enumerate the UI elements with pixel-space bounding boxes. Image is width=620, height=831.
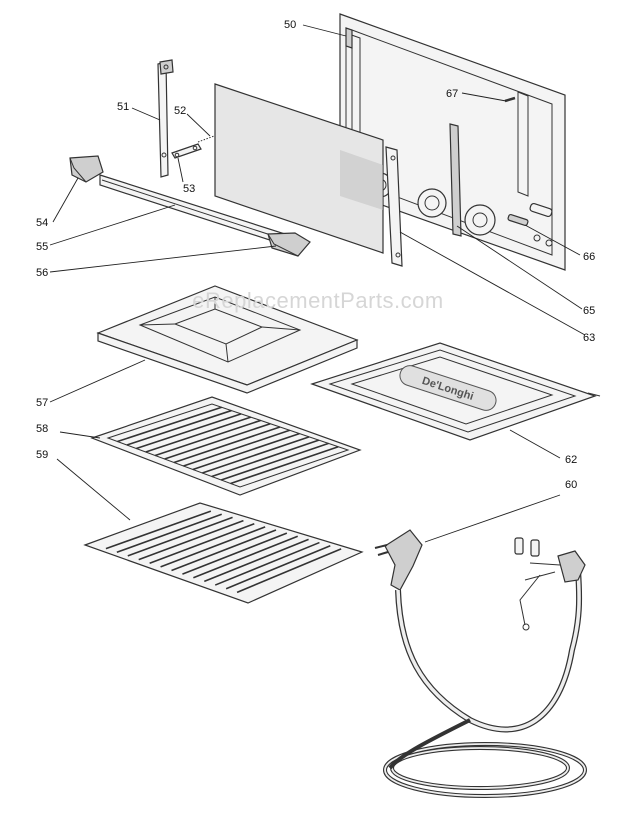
rack-bar bbox=[164, 422, 271, 460]
rack-bar bbox=[182, 532, 288, 575]
part-65-handle-bar bbox=[449, 123, 462, 237]
callout-59: 59 bbox=[36, 449, 48, 461]
rack-59-bars bbox=[105, 510, 342, 594]
rack-bar bbox=[225, 544, 331, 590]
rack-bar bbox=[193, 535, 299, 579]
rack-bar bbox=[160, 526, 266, 568]
rack-bar bbox=[145, 416, 252, 453]
part-62-baking-tray: De'Longhi bbox=[310, 342, 601, 441]
rack-bar bbox=[230, 445, 339, 485]
callout-67: 67 bbox=[446, 88, 458, 100]
callout-56: 56 bbox=[36, 267, 48, 279]
rack-bar bbox=[127, 516, 233, 557]
rack-bar bbox=[117, 406, 222, 443]
rack-bar bbox=[138, 519, 244, 561]
callout-57: 57 bbox=[36, 397, 48, 409]
rack-bar bbox=[192, 432, 300, 471]
rack-58-bars bbox=[117, 406, 339, 485]
callout-65: 65 bbox=[583, 305, 595, 317]
callout-62: 62 bbox=[565, 454, 577, 466]
door-glass-panel bbox=[214, 83, 384, 254]
rack-bar bbox=[236, 548, 342, 594]
part-54-handle-end-cap bbox=[69, 155, 104, 183]
part-51-hinge-bracket bbox=[157, 59, 174, 178]
callout-58: 58 bbox=[36, 423, 48, 435]
rack-bar bbox=[214, 541, 320, 586]
part-59-grill-rack bbox=[83, 502, 364, 604]
leader-lines bbox=[49, 24, 586, 543]
part-58-wire-rack bbox=[90, 396, 362, 496]
rack-bar bbox=[171, 529, 277, 572]
part-56-handle-end-cap bbox=[267, 232, 311, 257]
part-63-side-trim bbox=[385, 146, 403, 267]
part-60-power-cord bbox=[374, 529, 587, 798]
part-57-drip-pan bbox=[96, 285, 359, 394]
rack-bar bbox=[211, 439, 320, 478]
rack-bar bbox=[220, 442, 329, 481]
part-67-screw bbox=[504, 96, 516, 103]
part-53-link-plate bbox=[171, 143, 202, 159]
callout-66: 66 bbox=[583, 251, 595, 263]
callout-labels: 50 67 51 52 53 54 55 56 57 58 59 60 62 6… bbox=[36, 19, 595, 491]
rack-bar bbox=[126, 409, 232, 446]
callout-54: 54 bbox=[36, 217, 48, 229]
callout-60: 60 bbox=[565, 479, 577, 491]
callout-52: 52 bbox=[174, 105, 186, 117]
rack-bar bbox=[202, 436, 310, 474]
rack-bar bbox=[173, 426, 281, 464]
callout-53: 53 bbox=[183, 183, 195, 195]
rack-bar bbox=[183, 429, 290, 467]
rack-bar bbox=[154, 419, 261, 457]
rack-bar bbox=[116, 513, 222, 554]
callout-51: 51 bbox=[117, 101, 129, 113]
callout-50: 50 bbox=[284, 19, 296, 31]
rack-bar bbox=[149, 522, 255, 564]
rack-bar bbox=[136, 413, 242, 450]
watermark-text: eReplacementParts.com bbox=[192, 288, 443, 313]
callout-55: 55 bbox=[36, 241, 48, 253]
rack-bar bbox=[105, 510, 212, 550]
callout-63: 63 bbox=[583, 332, 595, 344]
rack-bar bbox=[203, 538, 309, 583]
